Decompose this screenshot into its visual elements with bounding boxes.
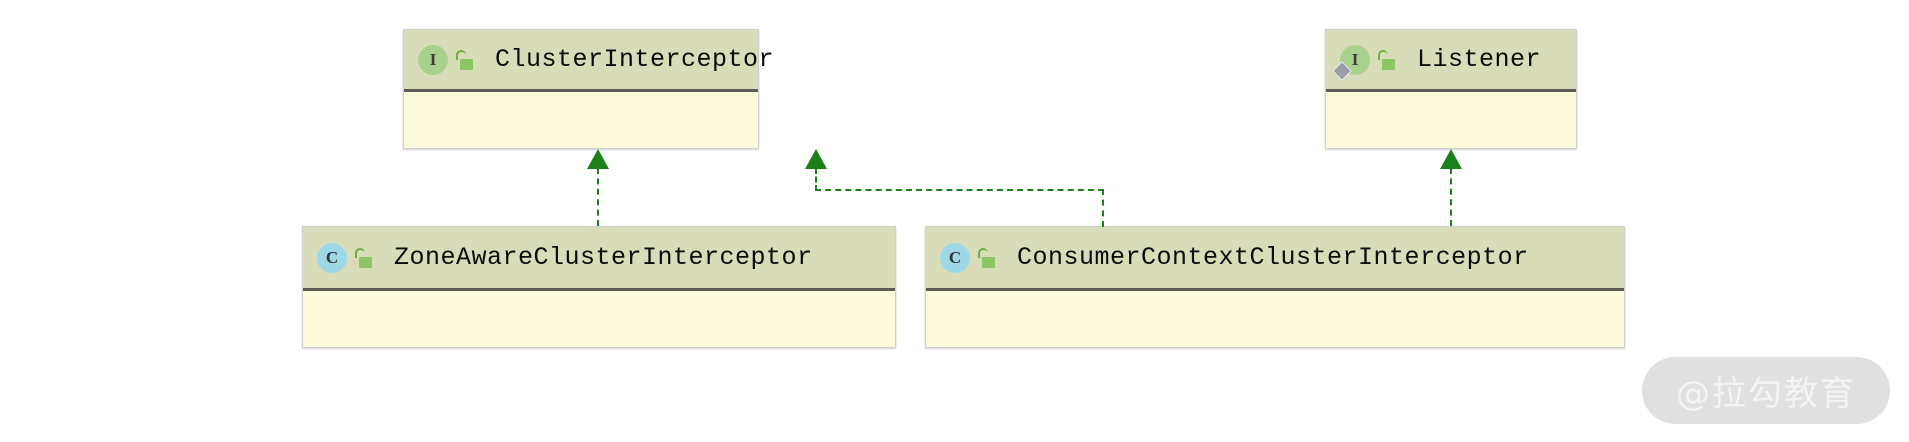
uml-node-header: C ZoneAwareClusterInterceptor <box>303 227 895 291</box>
uml-node-cluster-interceptor[interactable]: I ClusterInterceptor <box>403 29 774 149</box>
uml-node-listener[interactable]: I Listener <box>1325 29 1577 149</box>
uml-node-title: Listener <box>1417 45 1542 74</box>
watermark-text: @拉勾教育 <box>1676 374 1856 414</box>
edge-consumercontext-to-listener-line <box>1450 168 1452 226</box>
edge-consumercontext-to-listener-arrowhead <box>1440 149 1462 169</box>
unlocked-lock-icon <box>977 247 995 268</box>
uml-node-members-compartment <box>926 291 1624 347</box>
edge-consumercontext-to-clusterinterceptor-drop <box>815 168 817 191</box>
uml-node-members-compartment <box>303 291 895 347</box>
uml-node-zone-aware-cluster-interceptor[interactable]: C ZoneAwareClusterInterceptor <box>302 226 896 348</box>
inner-class-marker-icon <box>1332 60 1352 81</box>
edge-zoneaware-to-clusterinterceptor-arrowhead <box>587 149 609 169</box>
interface-badge-icon: I <box>1332 44 1370 81</box>
uml-node-title: ClusterInterceptor <box>495 45 775 74</box>
edge-consumercontext-to-clusterinterceptor-arrowhead <box>805 149 827 169</box>
uml-node-header: C ConsumerContextClusterInterceptor <box>926 227 1624 291</box>
uml-node-header: I ClusterInterceptor <box>404 30 774 92</box>
uml-node-title: ZoneAwareClusterInterceptor <box>394 243 813 272</box>
interface-badge-icon: I <box>418 44 448 75</box>
edge-consumercontext-to-clusterinterceptor-riser <box>1102 189 1104 227</box>
class-badge-icon: C <box>317 242 347 273</box>
watermark: @拉勾教育 <box>1642 357 1890 424</box>
uml-node-members-compartment <box>404 92 758 148</box>
uml-node-consumer-context-cluster-interceptor[interactable]: C ConsumerContextClusterInterceptor <box>925 226 1625 348</box>
uml-node-title: ConsumerContextClusterInterceptor <box>1017 243 1529 272</box>
unlocked-lock-icon <box>354 247 372 268</box>
edge-consumercontext-to-clusterinterceptor-run <box>815 189 1104 191</box>
uml-node-header: I Listener <box>1326 30 1576 92</box>
edge-zoneaware-to-clusterinterceptor-line <box>597 168 599 226</box>
class-badge-icon: C <box>940 242 970 273</box>
unlocked-lock-icon <box>1377 49 1395 70</box>
unlocked-lock-icon <box>455 49 473 70</box>
uml-node-members-compartment <box>1326 92 1576 148</box>
